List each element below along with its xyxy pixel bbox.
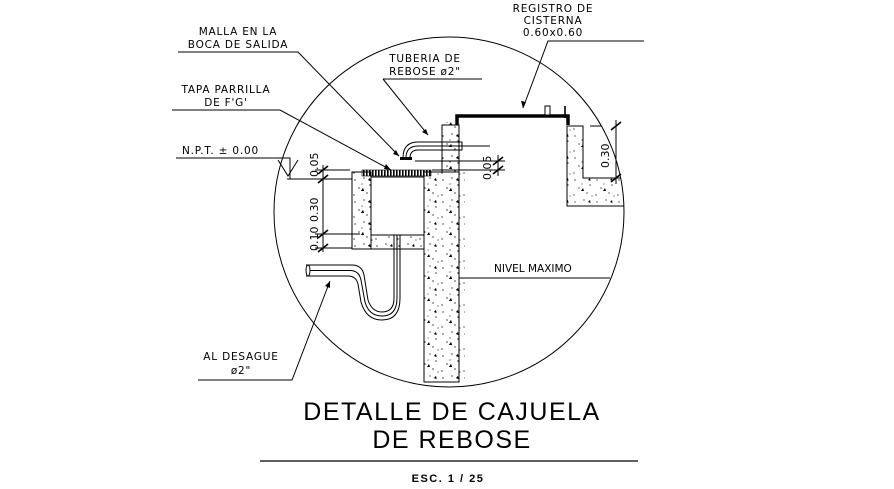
label-desague-2: ø2": [231, 365, 251, 377]
cistern-wall: [423, 171, 460, 383]
label-npt: N.P.T. ± 0.00: [182, 145, 259, 157]
section-geometry: [287, 105, 624, 383]
leaders: [172, 40, 644, 381]
dim-registro: 0.30: [599, 144, 612, 169]
dim-pipe: 0.05: [481, 156, 494, 181]
dimension-pipe: 0.05: [481, 155, 504, 181]
label-desague-1: AL DESAGUE: [203, 351, 278, 363]
label-tapa-1: TAPA PARRILLA: [180, 84, 270, 96]
drawing-scale: ESC. 1 / 25: [412, 473, 485, 485]
dim-top: 0.05: [308, 153, 321, 178]
detail-circle: [273, 36, 625, 388]
registro-wall-right: [566, 125, 624, 207]
dim-mid: 0.30: [308, 198, 321, 223]
box-interior: [370, 176, 425, 236]
drawing-title-line1: DETALLE DE CAJUELA: [303, 398, 600, 426]
label-registro-3: 0.60x0.60: [523, 27, 583, 39]
callout-labels: MALLA EN LA BOCA DE SALIDA TAPA PARRILLA…: [180, 3, 594, 377]
label-tuberia-1: TUBERIA DE: [388, 53, 461, 65]
dimension-registro: 0.30: [599, 120, 622, 184]
label-malla-1: MALLA EN LA: [199, 26, 278, 38]
registro-lid: [455, 114, 570, 125]
label-nivel-maximo: NIVEL MAXIMO: [494, 263, 572, 275]
drawing-title-line2: DE REBOSE: [372, 426, 531, 454]
label-registro-1: REGISTRO DE: [513, 3, 594, 15]
malla-screen: [400, 157, 412, 160]
registro-handle: [544, 105, 551, 116]
label-tuberia-2: REBOSE ø2": [389, 66, 461, 78]
label-tapa-2: DE F'G': [204, 97, 248, 109]
wall-top: [441, 124, 460, 173]
drain-pipe: [306, 235, 395, 313]
label-malla-2: BOCA DE SALIDA: [188, 39, 288, 51]
box-wall-left: [351, 171, 372, 250]
tapa-parrilla: [361, 169, 432, 177]
label-registro-2: CISTERNA: [524, 15, 583, 27]
box-bottom: [371, 235, 431, 249]
dim-bottom: 0.10: [308, 227, 321, 252]
dimension-left: 0.05 0.30 0.10: [308, 153, 360, 253]
